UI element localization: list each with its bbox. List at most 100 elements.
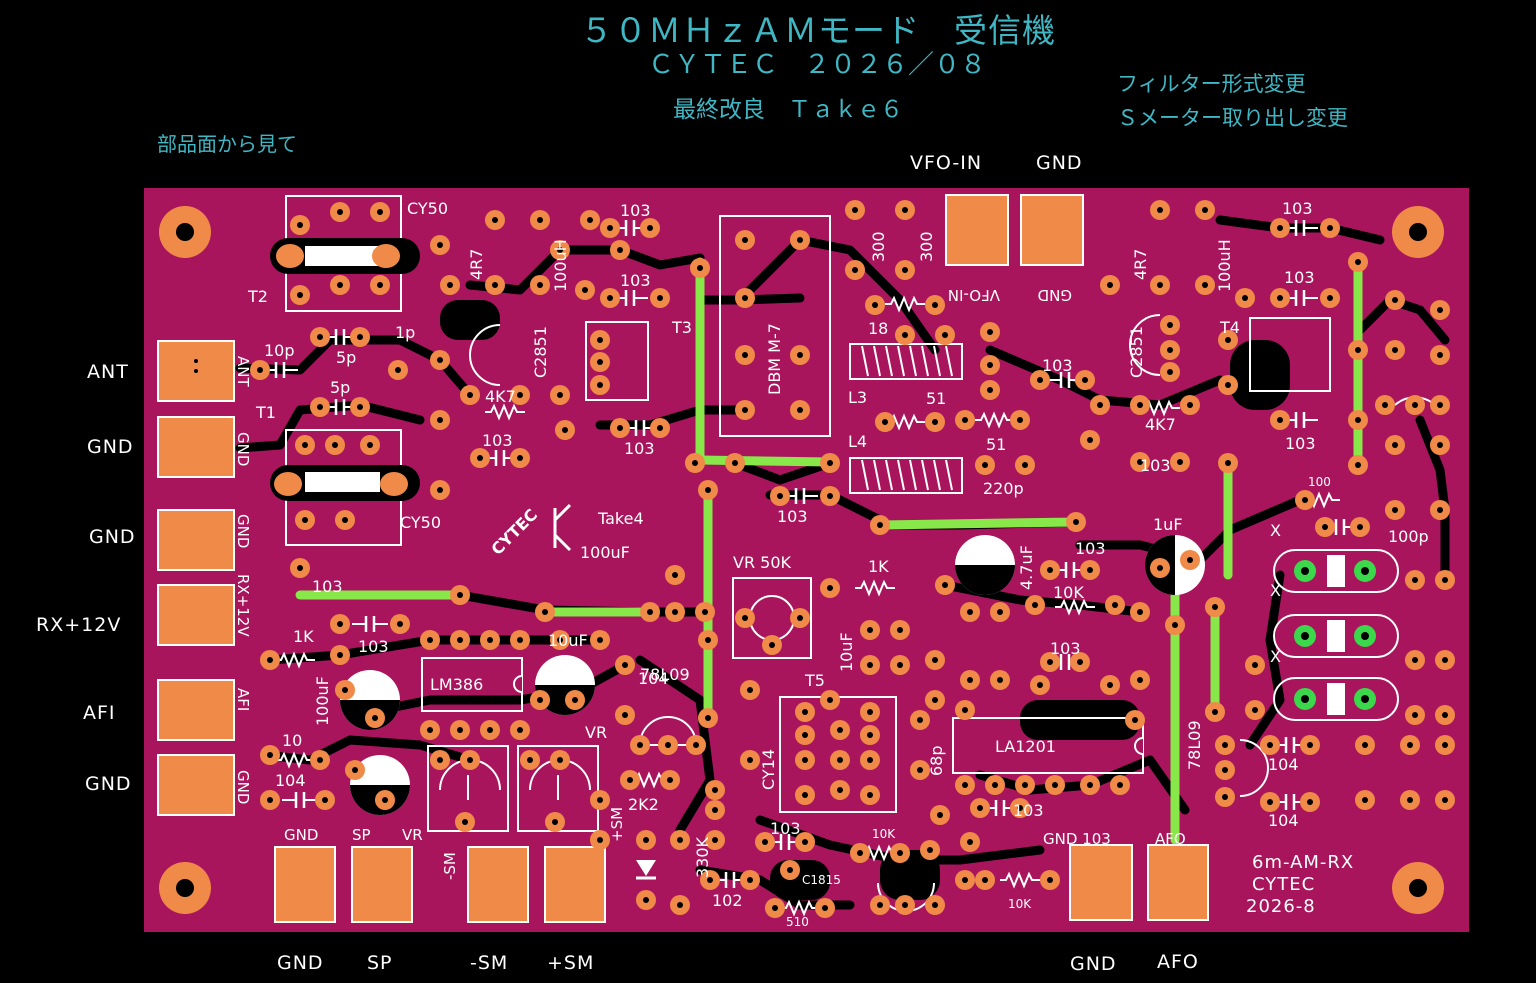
silk-100p: 100p (1388, 527, 1429, 546)
silk-cy50-bottom: CY50 (400, 513, 441, 532)
silk-100uf-vertical: 100uF (313, 676, 332, 726)
crystal-icon (1273, 549, 1399, 721)
silk-t1: T1 (255, 403, 276, 422)
silk-conn-afo: AFO (1155, 830, 1186, 848)
label-afo: AFO (1157, 951, 1199, 973)
label-gnd-3: GND (85, 773, 132, 795)
silk-t5: T5 (804, 671, 825, 690)
silk-10k-1: 10K (1053, 583, 1084, 602)
silk-100uh-left: 100uH (551, 239, 570, 292)
silk-10k-2: 10K (872, 827, 896, 841)
board-id-line-3: 2026-8 (1246, 896, 1316, 917)
silk-conn-ant: ANT (234, 356, 252, 387)
label-vfo-in: VFO-IN (910, 152, 983, 174)
silk-conn-vfo-in: VFO-IN (948, 286, 1000, 304)
silk-cy14: CY14 (759, 749, 778, 790)
silk-300-2: 300 (917, 231, 936, 262)
silk-t2: T2 (247, 287, 268, 306)
silk-vr50k: VR 50K (733, 553, 792, 572)
silk-10: 10 (282, 731, 302, 750)
silk-5p-bottom: 5p (330, 378, 350, 397)
silk-103-10: 103 (1285, 434, 1316, 453)
maker-date: ＣＹＴＥＣ ２０２６／０８ (648, 50, 987, 80)
silk-1p: 1p (395, 323, 415, 342)
silk-68p: 68p (927, 745, 946, 776)
silk-5p-top: 5p (336, 348, 356, 367)
silk-conn-sp: SP (352, 826, 371, 844)
silk-2k2: 2K2 (628, 795, 659, 814)
silk-conn-minus-sm: -SM (441, 852, 459, 880)
silk-1k-2: 1K (868, 557, 889, 576)
connector-pads (157, 194, 1209, 923)
silk-103-3: 103 (620, 271, 651, 290)
silk-t3: T3 (671, 318, 692, 337)
change-note-1: フィルター形式変更 (1117, 72, 1306, 96)
change-note-2: Ｓメーター取り出し変更 (1117, 106, 1348, 130)
silk-4r7-left: 4R7 (467, 249, 486, 280)
silk-100: 100 (1308, 475, 1331, 489)
silk-510: 510 (786, 915, 809, 929)
silk-103-6: 103 (1042, 356, 1073, 375)
silk-47uf: 4.7uF (1017, 545, 1036, 590)
label-sp: SP (367, 952, 393, 974)
silk-78l09-right: 78L09 (1185, 720, 1204, 770)
label-minus-sm: -SM (470, 952, 509, 974)
silk-103-8: 103 (1282, 199, 1313, 218)
mount-hole-icon (159, 206, 1444, 914)
silk-103-7: 103 (1140, 456, 1171, 475)
silk-conn-rx12v: RX+12V (234, 574, 252, 637)
board-id-line-1: 6m-AM-RX (1252, 852, 1354, 873)
silk-l3: L3 (848, 388, 867, 407)
ic-icon (513, 675, 1144, 755)
label-ant: ANT (87, 361, 129, 383)
silk-x-1: X (1270, 521, 1281, 540)
silk-x-2: X (1270, 581, 1281, 600)
label-gnd-top: GND (1036, 152, 1083, 174)
silk-1uf: 1uF (1153, 515, 1183, 534)
silk-conn-afi: AFI (234, 688, 252, 711)
label-afi: AFI (83, 702, 116, 724)
silk-103-2: 103 (620, 201, 651, 220)
silk-104-2: 104 (638, 669, 669, 688)
silk-conn-gnd-2: GND (234, 514, 252, 548)
label-plus-sm: +SM (547, 952, 595, 974)
jumpers (295, 257, 1363, 845)
silk-lm386: LM386 (430, 675, 483, 694)
silk-la1201: LA1201 (995, 737, 1056, 756)
silk-103-16: 103 (358, 637, 389, 656)
silk-300-1: 300 (869, 231, 888, 262)
silk-conn-gnd-bottom: GND (284, 826, 318, 844)
silk-vr-left: VR (585, 723, 607, 742)
silk-x-3: X (1270, 647, 1281, 666)
silk-51-2: 51 (986, 435, 1006, 454)
silk-104-1: 104 (275, 771, 306, 790)
revision-note: 最終改良 Ｔａｋｅ６ (673, 97, 903, 123)
silk-conn-gnd103: GND 103 (1043, 830, 1111, 848)
silk-18: 18 (868, 319, 888, 338)
silk-100uf-top: 100uF (580, 543, 630, 562)
silk-10k-3: 10K (1008, 897, 1032, 911)
silk-103-11: 103 (1075, 539, 1106, 558)
silk-104-4: 104 (1268, 811, 1299, 830)
silk-220p: 220p (983, 479, 1024, 498)
silk-51-1: 51 (926, 389, 946, 408)
silk-4k7-left: 4K7 (485, 387, 516, 406)
silk-78l09-left: 78L09 (640, 665, 690, 684)
silk-103-9: 103 (1284, 268, 1315, 287)
silk-c2851-left: C2851 (531, 326, 550, 378)
silk-conn-plus-sm: +SM (608, 807, 626, 842)
silk-103-12: 103 (1050, 639, 1081, 658)
silk-conn-gnd-3: GND (234, 770, 252, 804)
silk-10uf: 10uF (548, 631, 588, 650)
silk-104-3: 104 (1268, 755, 1299, 774)
silk-l4: L4 (848, 432, 867, 451)
label-rx12v: RX+12V (36, 614, 122, 636)
label-gnd-1: GND (87, 436, 134, 458)
label-gnd-bottom-1: GND (277, 952, 324, 974)
board-id-line-2: CYTEC (1252, 874, 1315, 895)
label-gnd-2: GND (89, 526, 136, 548)
silk-103-5: 103 (777, 507, 808, 526)
silk-conn-gnd-top: GND (1038, 286, 1072, 304)
silk-330k: 330K (693, 836, 712, 878)
